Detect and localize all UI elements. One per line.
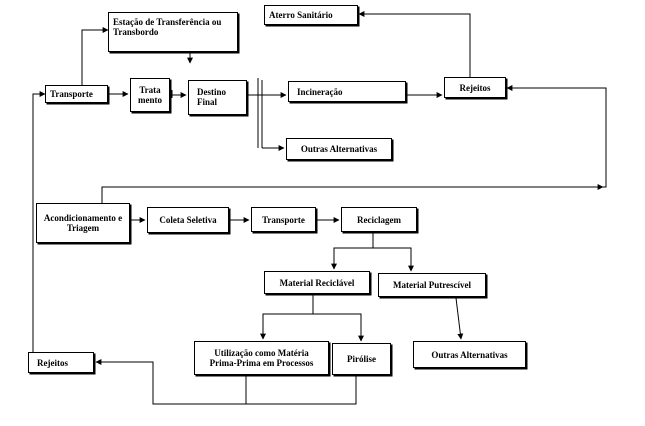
arrow-transporte-estacao <box>81 27 109 85</box>
arrow-putrescivel-outras <box>455 297 464 340</box>
node-reciclagem: Reciclagem <box>341 207 417 232</box>
arrow-reciclagem-reciclavel <box>331 247 373 270</box>
node-coleta: Coleta Seletiva <box>147 207 229 233</box>
node-estacao: Estação de Transferência ou Transbordo <box>108 12 238 52</box>
node-rejeitos-1: Rejeitos <box>444 77 506 98</box>
node-putrescivel: Material Putrescível <box>378 273 486 297</box>
node-aterro: Aterro Sanitário <box>264 5 358 25</box>
arrow-reciclavel-utilizacao <box>260 313 313 340</box>
node-pirolise: Pirólise <box>332 343 391 375</box>
node-transporte-2: Transporte <box>251 207 316 232</box>
node-destino: Destino Final <box>188 80 247 115</box>
node-acondicionamento: Acondicionamento e Triagem <box>36 203 130 243</box>
arrow-rejeitos-aterro <box>358 11 471 77</box>
arrow-reciclavel-pirolise <box>313 313 364 342</box>
node-outras-1: Outras Alternativas <box>286 138 392 160</box>
node-rejeitos-2: Rejeitos <box>28 352 94 373</box>
node-outras-2: Outras Alternativas <box>413 341 526 368</box>
node-tratamento: Trata mento <box>130 78 170 112</box>
arrow-acondicionamento-rejeitos <box>101 85 607 203</box>
arrow-loop-transporte <box>32 91 46 364</box>
node-reciclavel: Material Reciclável <box>264 271 370 294</box>
node-utilizacao: Utilização como Matéria Prima-Prima em P… <box>194 341 329 375</box>
arrow-reciclagem-putrescivel <box>373 247 414 272</box>
node-incineracao: Incineração <box>288 81 406 102</box>
arrow-utilizacao-rejeitos <box>95 359 247 405</box>
node-transporte-1: Transporte <box>45 85 108 103</box>
